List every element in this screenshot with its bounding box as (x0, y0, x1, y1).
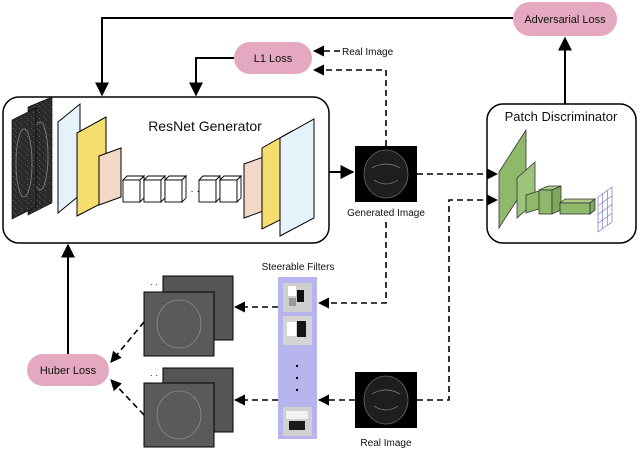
real-image-bottom-label: Real Image (360, 438, 412, 449)
stack-top-dots: · · (150, 279, 159, 289)
filtered-stack-bottom (143, 367, 234, 448)
generated-image-label: Generated Image (347, 208, 425, 219)
input-mri-slices (11, 96, 53, 220)
generator-title: ResNet Generator (148, 118, 262, 134)
decoder-block-light (279, 118, 315, 237)
steerable-filter-kernels (283, 283, 312, 436)
filter-dots (295, 364, 299, 392)
adversarial-loss-label: Adversarial Loss (524, 14, 606, 26)
dashed-arrows (110, 45, 499, 416)
steerable-filters-label: Steerable Filters (262, 262, 335, 273)
stack-bottom-dots: · · (150, 370, 159, 380)
encoder-block-peach (98, 147, 122, 206)
real-image (355, 372, 417, 428)
generated-image (355, 146, 417, 202)
filtered-stack-top (143, 275, 234, 357)
solid-arrows (61, 17, 572, 354)
l1-loss-label: L1 Loss (254, 53, 293, 65)
generator-dots: · · · (184, 186, 200, 197)
discriminator-layers (498, 128, 597, 230)
l1-loss-node (234, 42, 312, 74)
huber-loss-label: Huber Loss (40, 365, 97, 377)
huber-loss-node (27, 354, 109, 386)
adversarial-loss-node (513, 2, 617, 36)
residual-blocks (121, 174, 243, 204)
patch-output-grid (597, 186, 613, 233)
real-image-top-label: Real Image (342, 47, 394, 58)
discriminator-title: Patch Discriminator (505, 109, 618, 124)
